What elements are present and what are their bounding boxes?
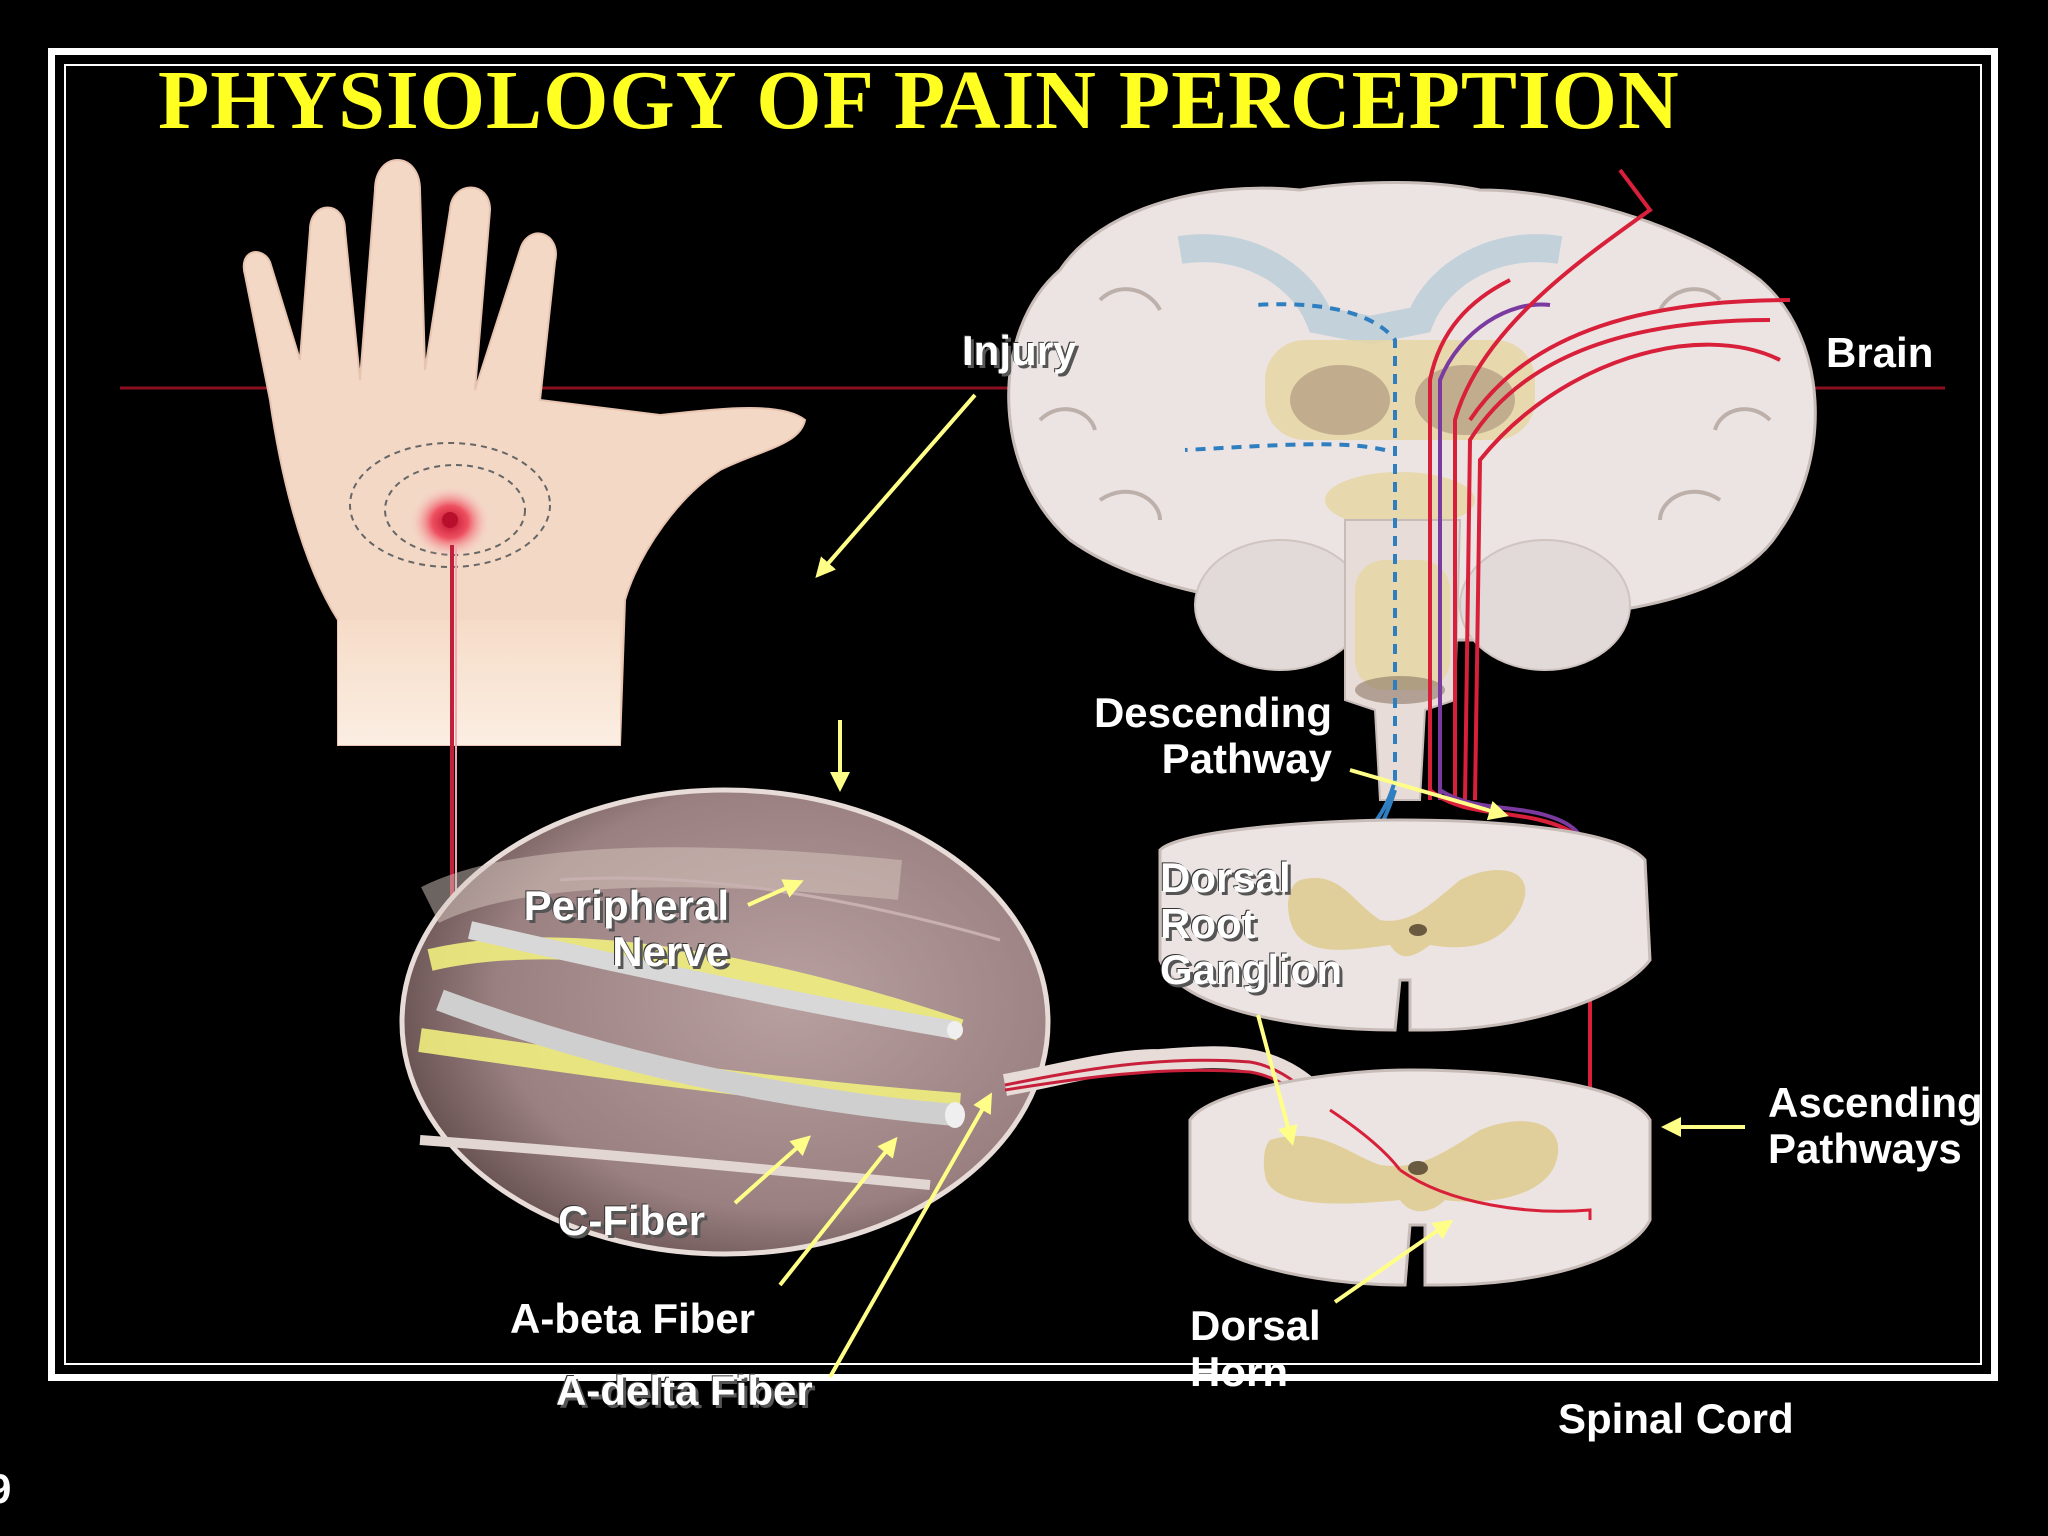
descending-pathway-line-2: Pathway xyxy=(1161,735,1332,782)
ascending-pathways-line-1: Ascending xyxy=(1768,1079,1983,1126)
c-fiber-label: C-Fiber xyxy=(558,1197,705,1244)
dorsal-root-ganglion-line-3: Ganglion xyxy=(1160,946,1342,993)
a-beta-fiber-label: A-beta Fiber xyxy=(510,1295,756,1342)
peripheral-nerve-arrow xyxy=(747,879,804,907)
a-beta-fiber-arrow xyxy=(778,1136,898,1287)
dorsal-root-ganglion-line-1: Dorsal xyxy=(1160,854,1291,901)
slide-outer-border xyxy=(48,48,1998,1381)
dorsal-horn-line-2: Horn xyxy=(1190,1348,1288,1395)
injury-label: Injury xyxy=(962,327,1077,374)
c-fiber-arrow xyxy=(733,1135,811,1205)
dorsal-root-ganglion-arrow xyxy=(1256,1014,1298,1146)
injury-arrow xyxy=(815,393,977,579)
slide-title: PHYSIOLOGY OF PAIN PERCEPTION xyxy=(158,54,1680,147)
peripheral-nerve-label: Peripheral Nerve xyxy=(505,883,729,975)
a-delta-fiber-label: A-delta Fiber xyxy=(556,1367,813,1414)
peripheral-nerve-closeup xyxy=(399,787,1051,1257)
peripheral-nerve-line-1: Peripheral xyxy=(523,882,729,929)
descending-pathway-arrow xyxy=(1349,768,1509,821)
dorsal-horn-arrow xyxy=(1333,1219,1454,1304)
a-delta-fiber-arrow xyxy=(828,1092,992,1378)
dorsal-horn-label: Dorsal Horn xyxy=(1190,1303,1321,1395)
descending-pathway-line-1: Descending xyxy=(1093,689,1332,736)
brain-label: Brain xyxy=(1826,329,1934,376)
peripheral-nerve-line-2: Nerve xyxy=(612,928,729,975)
spinal-cord-section-upper xyxy=(1158,818,1652,1032)
dorsal-horn-line-1: Dorsal xyxy=(1190,1302,1321,1349)
spinal-cord-label: Spinal Cord xyxy=(1558,1395,1794,1442)
descending-pathway-label: Descending Pathway xyxy=(1060,690,1332,782)
slide-inner-border xyxy=(64,64,1982,1365)
spinal-cord-section-lower xyxy=(1188,1068,1652,1287)
annotation-arrows xyxy=(733,393,1745,1378)
ascending-pathways-line-2: Pathways xyxy=(1768,1125,1962,1172)
dorsal-root-ganglion-label: Dorsal Root Ganglion xyxy=(1160,855,1342,993)
ascending-pathways-label: Ascending Pathways xyxy=(1768,1080,1983,1172)
hand-illustration xyxy=(242,159,807,960)
slide-page-number: 9 xyxy=(0,1466,11,1512)
dorsal-root-ganglion-line-2: Root xyxy=(1160,900,1256,947)
